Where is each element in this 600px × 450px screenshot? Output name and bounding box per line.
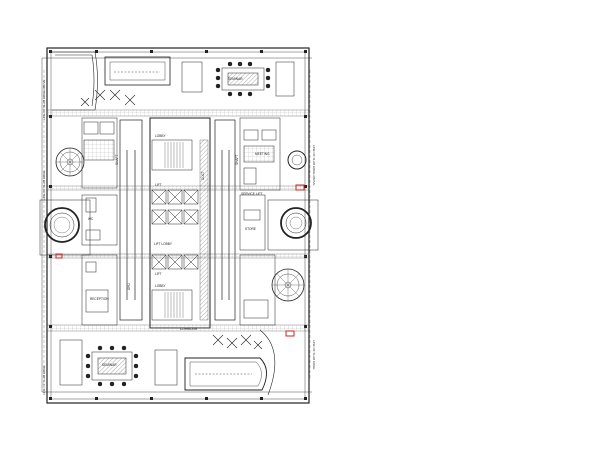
plants-bottom-right (212, 334, 263, 350)
label-seminar-bottom: SEMINAR (102, 363, 117, 367)
column-grid (49, 50, 307, 400)
central-core (149, 117, 211, 329)
label-corridor: CORRIDOR (180, 327, 198, 331)
right-service-rooms (239, 117, 281, 326)
meeting-room-bottom (59, 339, 178, 387)
red-markers (55, 184, 305, 337)
void-bottom (184, 329, 276, 396)
label-lobby-left: LOBBY (155, 134, 167, 138)
label-edge-left-bottom: LINE OF SLAB EDGE (42, 365, 46, 395)
meeting-room-top (181, 61, 295, 97)
label-edge-right-top: LINE OF SLAB EDGE ABOVE (312, 145, 316, 186)
label-meeting: MEETING (255, 152, 270, 156)
label-reception: RECEPTION (90, 297, 109, 301)
label-duct: DUCT (201, 171, 205, 180)
curved-terrace-top-left (52, 51, 98, 111)
label-seminar-top: SEMINAR (228, 77, 243, 81)
shafts (119, 119, 236, 321)
label-edge-left-mid: LINE OF SLAB EDGE (42, 170, 46, 200)
label-shaft-left: SHAFT (115, 154, 119, 165)
label-shaft-right: SHAFT (235, 154, 239, 165)
label-lift-top: LIFT (155, 183, 162, 187)
label-wc: WC (88, 217, 94, 221)
left-service-rooms (81, 117, 118, 326)
label-store: STORE (245, 227, 256, 231)
void-top (104, 56, 171, 86)
spiral-stair-right (271, 268, 305, 302)
spiral-stair-left (55, 147, 85, 177)
label-lobby-right: LOBBY (155, 284, 167, 288)
label-edge-right-bottom: LINE OF SLAB EDGE (312, 340, 316, 370)
round-column-right-top (287, 150, 307, 170)
label-lift-lobby: LIFT LOBBY (154, 242, 173, 246)
label-edge-left-top: LINE OF SLAB EDGE ABOVE (42, 79, 46, 120)
label-lift-bottom: LIFT (155, 272, 162, 276)
corridor-bands (46, 109, 310, 332)
dimension-lines (43, 70, 311, 380)
label-service-lift: SERVICE LIFT (241, 192, 262, 196)
building-outline (41, 47, 312, 404)
label-ahu: AHU (127, 283, 131, 290)
plants-top-left (80, 89, 136, 107)
round-atrium-right (267, 199, 319, 251)
